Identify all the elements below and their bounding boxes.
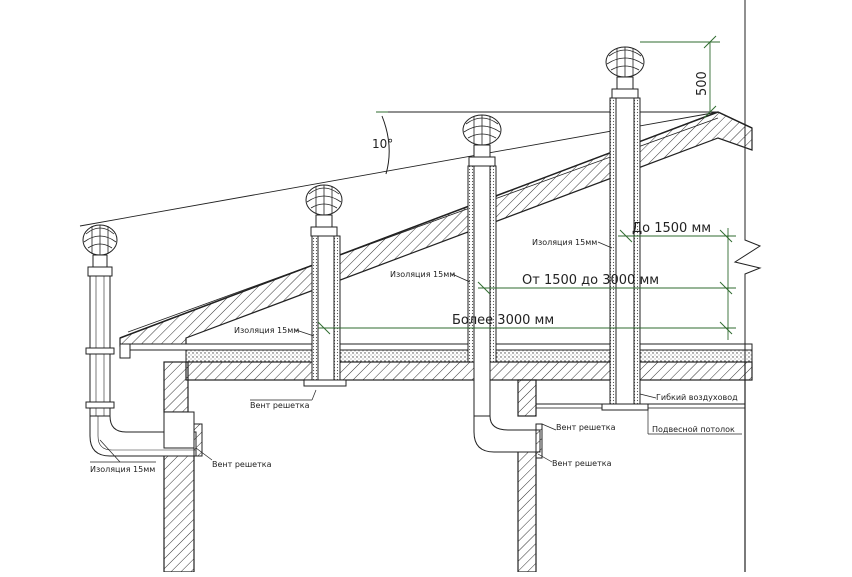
label-vent-grille-4: Вент решетка: [552, 459, 612, 468]
pipe-1: [82, 224, 203, 457]
angle-label: 10°: [372, 137, 393, 151]
label-flexible-duct: Гибкий воздуховод: [656, 393, 738, 402]
dim-up-to-1500: До 1500 мм: [632, 221, 711, 236]
dim-1500-3000: От 1500 до 3000 мм: [522, 273, 659, 288]
pipe-2: [303, 184, 347, 387]
label-insulation-3: Изоляция 15мм: [390, 270, 455, 279]
label-vent-grille-3: Вент решетка: [556, 423, 616, 432]
pipe-3: [462, 114, 543, 459]
attic-floor: [119, 343, 753, 381]
label-insulation-2: Изоляция 15мм: [234, 326, 299, 335]
label-suspended-ceiling: Подвесной потолок: [652, 425, 735, 434]
label-insulation-4: Изоляция 15мм: [532, 238, 597, 247]
height-label: 500: [695, 71, 710, 96]
pipe-4: [601, 46, 649, 411]
label-insulation-1: Изоляция 15мм: [90, 465, 155, 474]
dimensions: 500 До 1500 мм От 1500 до 3000 мм Более …: [317, 35, 736, 340]
walls: [163, 0, 762, 573]
label-vent-grille-2: Вент решетка: [212, 460, 272, 469]
callouts: Изоляция 15мм Изоляция 15мм Изоляция 15м…: [90, 238, 742, 474]
label-vent-grille-1: Вент решетка: [250, 401, 310, 410]
dim-over-3000: Более 3000 мм: [452, 313, 554, 328]
